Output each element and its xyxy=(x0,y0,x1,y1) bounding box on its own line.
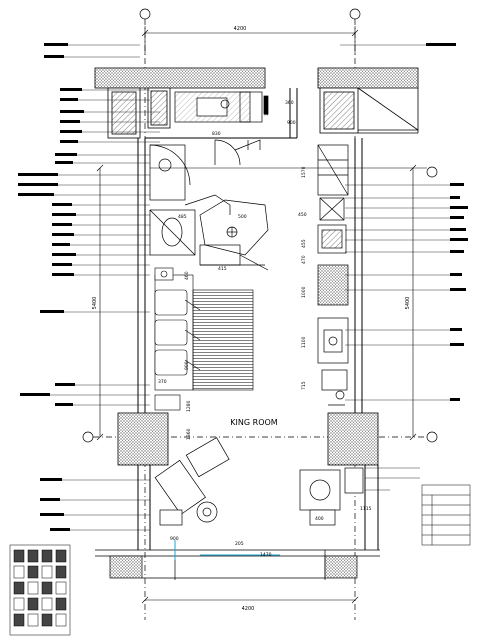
top-walls xyxy=(94,67,419,139)
svg-text:460: 460 xyxy=(184,271,190,280)
dim-top-label: 4200 xyxy=(234,26,247,32)
svg-text:450: 450 xyxy=(298,212,307,218)
grid-marker-top-left xyxy=(139,8,151,20)
right-leader-tags xyxy=(426,43,468,401)
wc-shower xyxy=(149,144,269,271)
svg-text:900: 900 xyxy=(287,120,296,126)
grid-marker-left-lower xyxy=(82,431,94,443)
svg-text:830: 830 xyxy=(212,131,221,137)
svg-text:1215: 1215 xyxy=(264,104,270,116)
inner-dimensions: 360 1215 900 830 450 1570 455 470 1000 1… xyxy=(158,100,372,558)
svg-text:1100: 1100 xyxy=(301,336,307,348)
lounge-furniture xyxy=(154,437,364,526)
accent-lines xyxy=(174,540,280,560)
dim-bottom xyxy=(141,596,359,604)
right-leaders xyxy=(340,44,450,491)
dim-left-label: 5400 xyxy=(92,297,98,310)
svg-text:715: 715 xyxy=(301,381,307,390)
svg-text:1000: 1000 xyxy=(301,286,307,298)
bed xyxy=(154,267,254,411)
dim-right-label: 5400 xyxy=(405,297,411,310)
grid-marker-right-upper xyxy=(426,166,438,178)
key-plan xyxy=(9,544,71,636)
legend-table xyxy=(421,484,471,546)
columns xyxy=(117,412,379,466)
svg-text:1470: 1470 xyxy=(260,552,272,558)
svg-text:360: 360 xyxy=(285,100,294,106)
bathroom xyxy=(174,91,269,166)
grid-marker-top-right xyxy=(349,8,361,20)
svg-text:485: 485 xyxy=(178,214,187,220)
svg-text:455: 455 xyxy=(301,239,307,248)
right-furniture xyxy=(317,144,349,406)
dim-top xyxy=(141,26,359,55)
svg-text:900: 900 xyxy=(184,361,190,370)
room-label: KING ROOM xyxy=(230,418,277,427)
grid-marker-right-lower xyxy=(426,431,438,443)
svg-text:415: 415 xyxy=(218,266,227,272)
svg-text:500: 500 xyxy=(238,214,247,220)
svg-text:370: 370 xyxy=(158,379,167,385)
svg-text:205: 205 xyxy=(235,541,244,547)
dim-bottom-label: 4200 xyxy=(242,606,255,612)
svg-text:470: 470 xyxy=(301,255,307,264)
svg-text:1280: 1280 xyxy=(186,400,192,412)
left-leader-tags xyxy=(18,43,84,531)
svg-text:1115: 1115 xyxy=(360,506,372,512)
svg-text:900: 900 xyxy=(170,536,179,542)
svg-text:400: 400 xyxy=(315,516,324,522)
svg-text:1570: 1570 xyxy=(301,166,307,178)
dim-sides xyxy=(96,164,427,441)
room-walls xyxy=(137,88,379,550)
svg-text:1360: 1360 xyxy=(186,428,192,440)
